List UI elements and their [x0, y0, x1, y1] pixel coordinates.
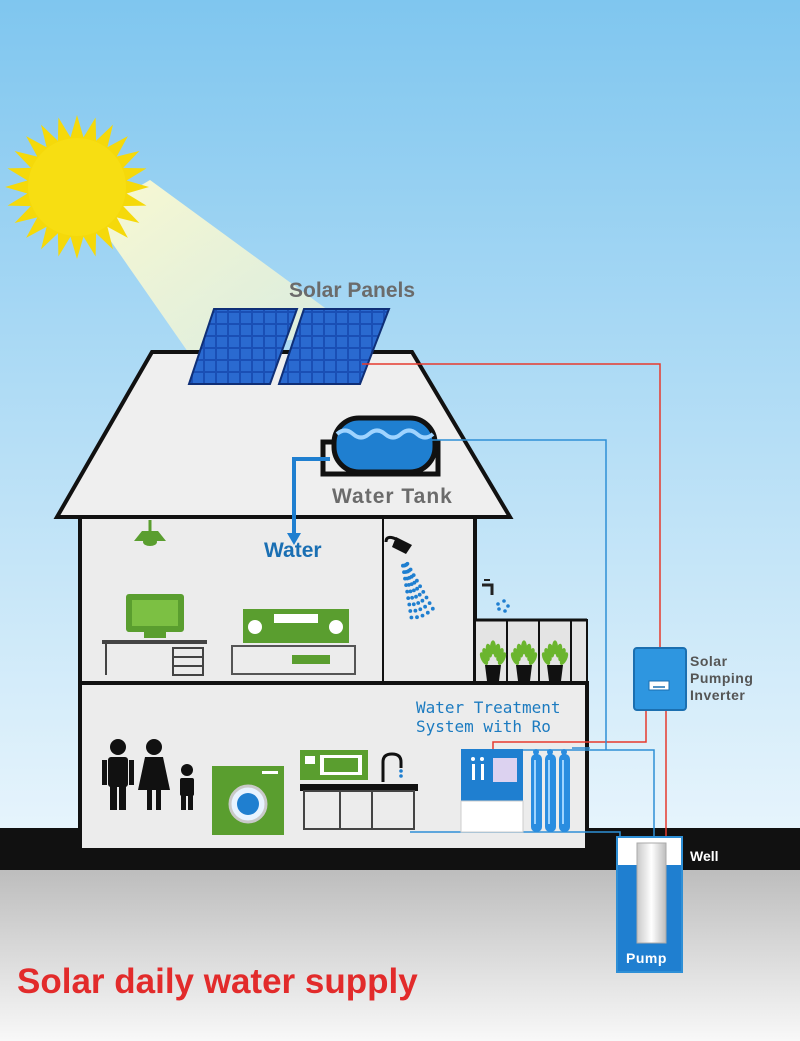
caption: Solar daily water supply: [17, 962, 418, 1001]
shower-icon: [384, 535, 435, 620]
label-water: Water: [264, 539, 322, 562]
microwave-icon: [300, 750, 368, 780]
plant-icons: [479, 640, 569, 681]
sink-icon: [300, 752, 418, 830]
sun-icon: [5, 115, 149, 259]
monitor-icon: [126, 594, 184, 638]
tap-icon: [482, 579, 510, 613]
balcony-rails: [506, 620, 572, 683]
stereo-icon: [231, 609, 356, 675]
ro-vessels: [531, 749, 570, 832]
pump-icon: [636, 842, 667, 944]
water-tank-icon: [320, 415, 441, 477]
label-water-tank: Water Tank: [332, 485, 453, 508]
inverter-icon: [633, 647, 687, 711]
wiring: [362, 363, 667, 842]
label-water-treatment: Water Treatment System with Ro: [416, 698, 561, 736]
solar-panel-icon: [187, 308, 391, 385]
water-flow-arrow: [287, 457, 330, 545]
ro-filter-icon: [460, 749, 524, 833]
washing-machine-icon: [212, 766, 284, 835]
desk-icon: [102, 640, 207, 676]
label-pump: Pump: [626, 950, 667, 966]
lamp-icon: [134, 520, 166, 546]
label-inverter: Solar Pumping Inverter: [690, 653, 754, 703]
label-solar-panels: Solar Panels: [289, 279, 416, 302]
family-icon: [102, 739, 194, 810]
label-well: Well: [690, 848, 719, 864]
